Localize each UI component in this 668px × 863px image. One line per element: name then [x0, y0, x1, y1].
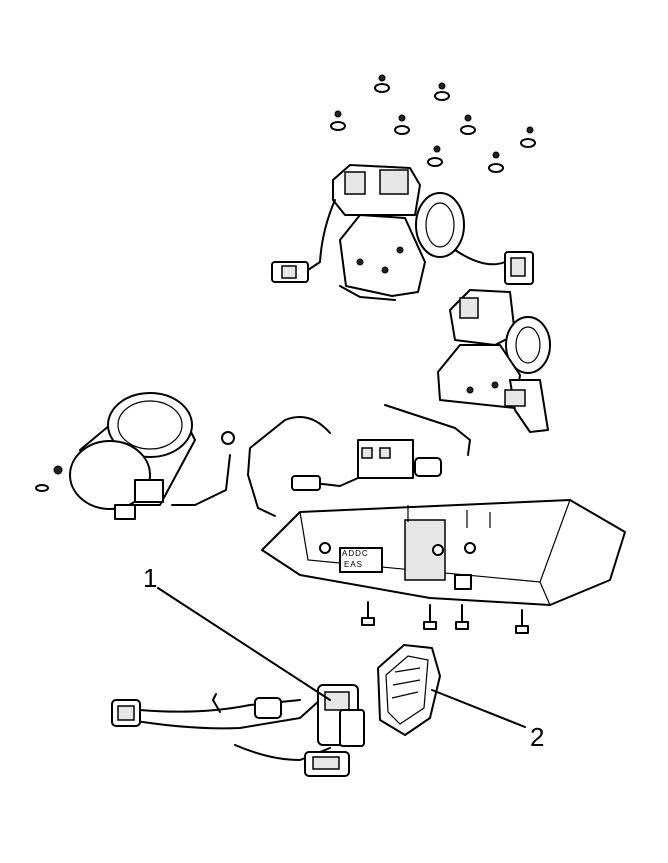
- mounting-bracket: [261, 499, 626, 606]
- nut-washer: [35, 465, 63, 492]
- nut-washer: [520, 126, 536, 148]
- nut-washer: [394, 114, 410, 135]
- nut-washer: [488, 151, 504, 173]
- callout-1-label: 1: [143, 563, 158, 593]
- upper-valve-motor-assembly: [271, 164, 534, 301]
- solenoid-valve-block: [291, 439, 442, 491]
- bolt: [455, 604, 469, 630]
- module-label: [339, 547, 383, 573]
- module-label-bottom: EAS: [344, 560, 364, 569]
- nut-washer: [427, 145, 443, 167]
- middle-valve-bracket-assembly: [437, 289, 551, 433]
- nut-washer: [434, 82, 450, 101]
- air-lines: [247, 404, 471, 517]
- nut-washer: [374, 74, 390, 93]
- bolt: [515, 609, 529, 634]
- nut-washer: [330, 110, 346, 131]
- nuts-washers-group: [330, 74, 536, 173]
- callout-2-label: 2: [530, 722, 545, 752]
- bolts-group: [361, 601, 529, 634]
- nut-washer: [460, 114, 476, 135]
- bolt: [423, 604, 437, 630]
- module-label-top: ADDC: [342, 549, 369, 558]
- item-1-wiring-harness: [111, 684, 365, 777]
- air-compressor: [35, 392, 235, 520]
- callout-1-leader: [157, 587, 331, 701]
- item-2-control-module: [377, 644, 441, 736]
- callout-2-leader: [431, 689, 526, 728]
- bolt: [361, 601, 375, 626]
